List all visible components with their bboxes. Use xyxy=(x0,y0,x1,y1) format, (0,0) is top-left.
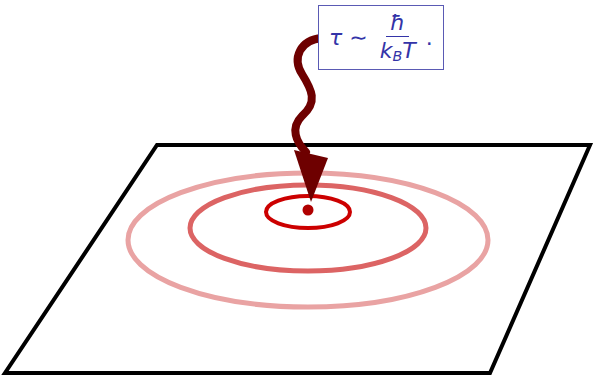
outer-ring xyxy=(128,173,488,307)
formula-text: τ ∼ xyxy=(329,25,368,50)
point xyxy=(303,205,314,216)
middle-ring xyxy=(190,185,426,271)
formula-box: τ ∼ ħkBT. xyxy=(318,5,444,70)
denominator: kBT xyxy=(376,37,420,64)
arrow-head xyxy=(294,150,328,202)
fraction: ħkBT xyxy=(376,10,420,65)
numerator: ħ xyxy=(386,10,409,37)
plane xyxy=(5,145,590,373)
inner-ring xyxy=(266,196,350,228)
formula-text: . xyxy=(426,25,433,50)
